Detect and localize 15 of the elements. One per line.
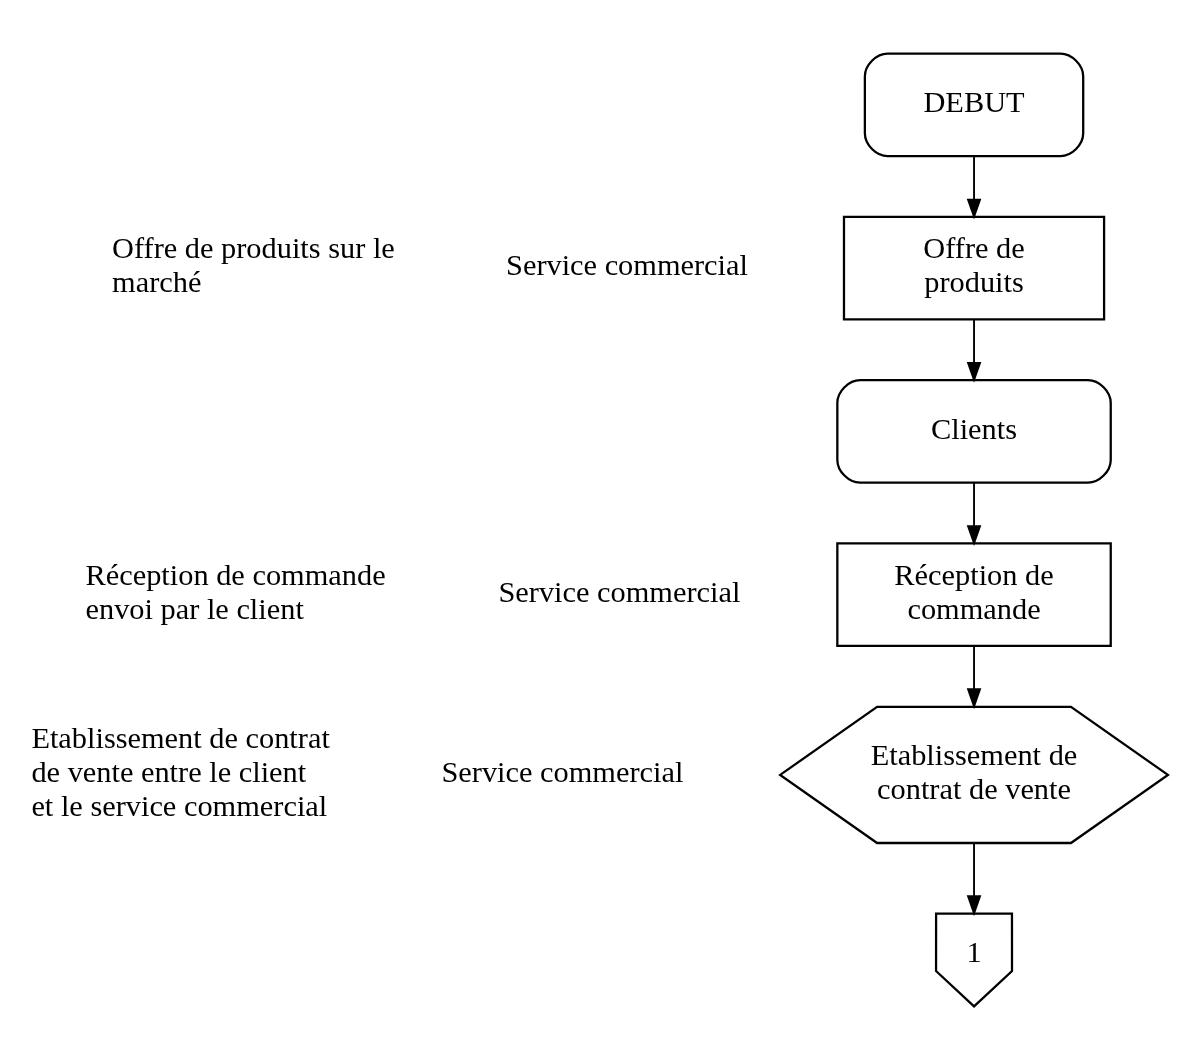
arrow bbox=[966, 645, 982, 710]
arrow bbox=[966, 318, 982, 383]
node-box: Clients bbox=[836, 379, 1112, 484]
label: Réception de commande envoi par le client bbox=[85, 557, 386, 626]
node-box: Réception de commande bbox=[836, 542, 1112, 648]
arrow bbox=[966, 842, 982, 917]
label: Etablissement de contrat de vente entre le client et le service commercial bbox=[31, 720, 330, 824]
node-box: DEBUT bbox=[863, 52, 1085, 158]
node-box: Offre de produits bbox=[842, 215, 1106, 321]
label: Service commercial bbox=[506, 248, 748, 283]
label: Offre de produits sur le marché bbox=[112, 231, 395, 300]
label: Service commercial bbox=[498, 574, 741, 609]
arrow bbox=[966, 481, 982, 547]
label: Service commercial bbox=[441, 755, 684, 790]
arrow bbox=[966, 155, 982, 220]
